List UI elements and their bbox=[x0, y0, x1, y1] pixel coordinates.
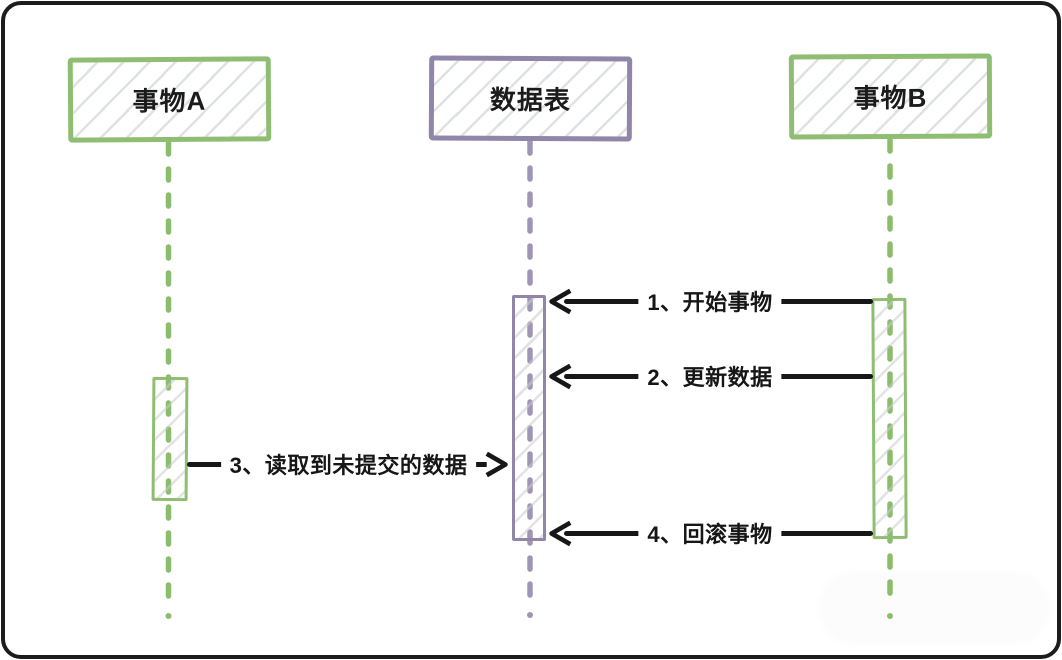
lifeline-table-end-dot bbox=[527, 612, 533, 618]
message-label-begin-transaction: 1、开始事物 bbox=[638, 285, 782, 317]
message-arrow-rollback-transaction: 4、回滚事物 bbox=[546, 516, 874, 550]
actor-label-data-table: 数据表 bbox=[489, 84, 572, 116]
lifeline-actor-b-end-dot bbox=[887, 613, 893, 619]
message-label-update-data: 2、更新数据 bbox=[638, 360, 782, 392]
actor-box-transaction-a: 事物A bbox=[67, 56, 272, 143]
lifeline-actor-a-end-dot bbox=[165, 613, 172, 619]
activation-bar-data-table bbox=[512, 295, 546, 541]
message-arrow-update-data: 2、更新数据 bbox=[546, 359, 874, 393]
message-arrow-read-uncommitted: 3、读取到未提交的数据 bbox=[186, 447, 511, 481]
actor-box-transaction-b: 事物B bbox=[788, 53, 993, 140]
message-label-read-uncommitted: 3、读取到未提交的数据 bbox=[220, 448, 477, 480]
actor-label-transaction-a: 事物A bbox=[132, 85, 207, 117]
arrowhead-left-icon bbox=[546, 287, 574, 320]
message-arrow-begin-transaction: 1、开始事物 bbox=[546, 284, 874, 318]
message-label-rollback-transaction: 4、回滚事物 bbox=[638, 517, 782, 549]
arrowhead-right-icon bbox=[483, 450, 511, 483]
activation-bar-transaction-b bbox=[871, 297, 908, 540]
actor-box-data-table: 数据表 bbox=[428, 55, 633, 142]
arrowhead-left-icon bbox=[546, 362, 574, 395]
activation-bar-transaction-a bbox=[151, 376, 189, 502]
actor-label-transaction-b: 事物B bbox=[853, 82, 928, 114]
arrowhead-left-icon bbox=[546, 519, 574, 552]
